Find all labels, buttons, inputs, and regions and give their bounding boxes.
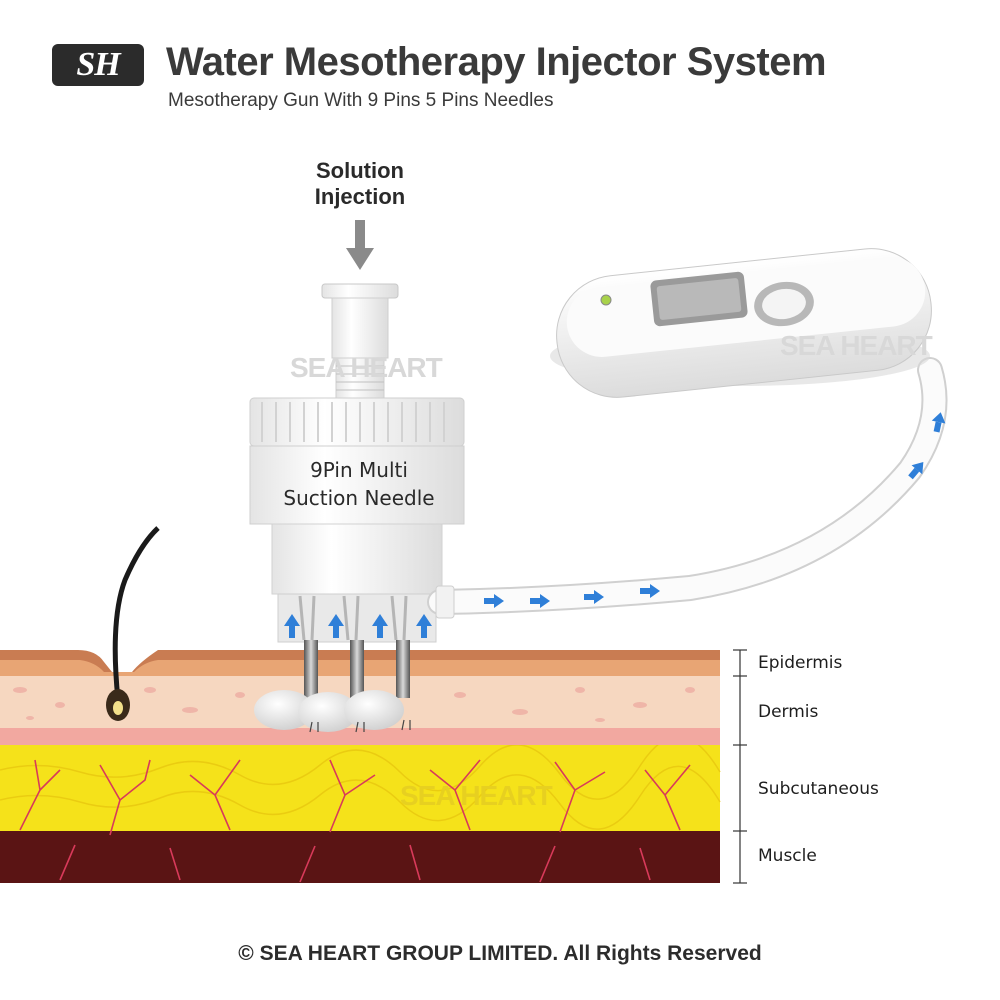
suction-arrow-icon [372, 614, 388, 638]
pump-indicator-light [600, 294, 612, 306]
copyright-footer: © SEA HEART GROUP LIMITED. All Rights Re… [238, 942, 762, 965]
layer-label-epidermis: Epidermis [758, 653, 843, 673]
layer-label-dermis: Dermis [758, 702, 819, 722]
needle-label-line2: Suction Needle [283, 486, 435, 510]
needle-body [249, 445, 465, 525]
suction-arrow-icon [416, 614, 432, 638]
watermark: SEA HEART [400, 780, 553, 811]
hair-strand [112, 526, 160, 701]
muscle-layer [0, 831, 720, 883]
injection-label: Solution Injection [290, 158, 430, 210]
brand-logo: SH [52, 44, 144, 86]
flow-arrow-icon [931, 412, 946, 433]
flow-arrow-icon [640, 584, 660, 598]
page-title: Water Mesotherapy Injector System [166, 40, 827, 84]
needle-pin [396, 640, 410, 698]
needle-pin [304, 640, 318, 698]
down-arrow-icon [346, 248, 374, 270]
solution-bulb [344, 690, 404, 730]
suction-arrow-icon [328, 614, 344, 638]
needle-label-line1: 9Pin Multi [310, 458, 408, 482]
layer-label-muscle: Muscle [758, 846, 817, 866]
suction-arrow-icon [284, 614, 300, 638]
flow-arrow-icon [908, 462, 924, 480]
injection-label-line1: Solution [316, 158, 404, 183]
page-subtitle: Mesotherapy Gun With 9 Pins 5 Pins Needl… [168, 90, 554, 111]
needle-label: 9Pin Multi Suction Needle [250, 456, 468, 512]
layer-label-subcutaneous: Subcutaneous [758, 779, 879, 799]
solution-bulb [298, 692, 358, 732]
suction-tube [427, 357, 948, 615]
injection-label-line2: Injection [314, 184, 406, 209]
watermark: SEA HEART [780, 330, 933, 361]
needle-pin [350, 640, 364, 698]
flow-arrow-icon [530, 594, 550, 608]
needle-cap [249, 397, 465, 447]
subcutaneous-layer [0, 745, 720, 831]
flow-arrow-icon [484, 594, 504, 608]
watermark: SEA HEART [290, 352, 443, 383]
flow-arrow-icon [584, 590, 604, 604]
solution-bulb [254, 690, 314, 730]
